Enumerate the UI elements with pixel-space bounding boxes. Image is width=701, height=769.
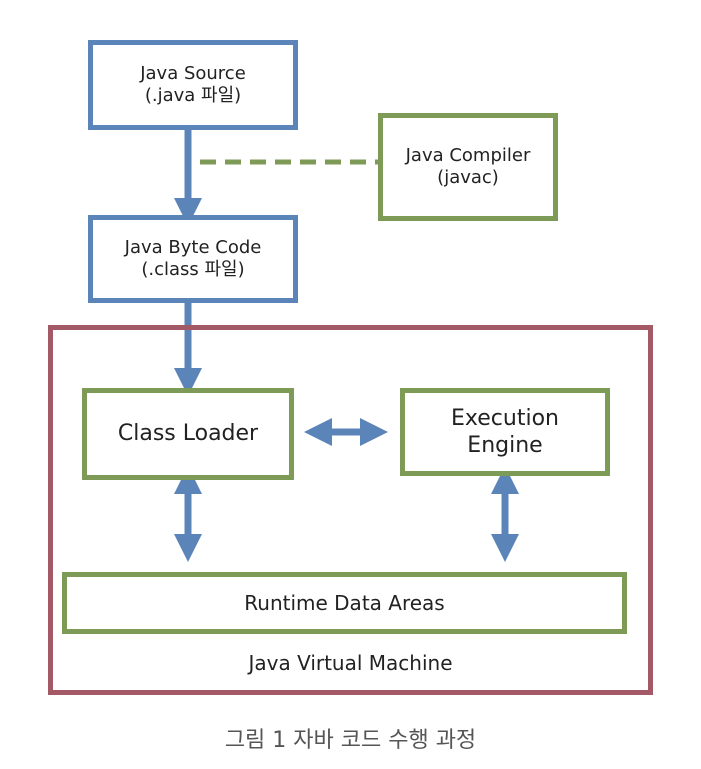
java-compiler-subtitle: (javac) — [437, 167, 499, 188]
java-compiler-title: Java Compiler — [405, 144, 531, 166]
class-loader-label: Class Loader — [117, 421, 259, 447]
runtime-data-areas-label: Runtime Data Areas — [244, 590, 445, 615]
java-byte-code-subtitle: (.class 파일) — [141, 259, 245, 280]
java-source-box: Java Source (.java 파일) — [88, 40, 298, 130]
jvm-label: Java Virtual Machine — [248, 651, 453, 675]
java-byte-code-title: Java Byte Code — [124, 236, 262, 258]
figure-caption: 그림 1 자바 코드 수행 과정 — [224, 728, 477, 753]
java-compiler-box: Java Compiler (javac) — [378, 113, 558, 221]
runtime-data-areas-box: Runtime Data Areas — [62, 572, 627, 634]
java-byte-code-box: Java Byte Code (.class 파일) — [88, 215, 298, 303]
execution-engine-box: Execution Engine — [400, 388, 610, 476]
jvm-container: Java Virtual Machine — [48, 325, 653, 695]
java-source-subtitle: (.java 파일) — [144, 85, 242, 106]
java-source-title: Java Source — [140, 62, 246, 84]
class-loader-box: Class Loader — [82, 388, 294, 480]
execution-engine-line2: Engine — [467, 433, 543, 458]
execution-engine-line1: Execution — [451, 405, 559, 431]
